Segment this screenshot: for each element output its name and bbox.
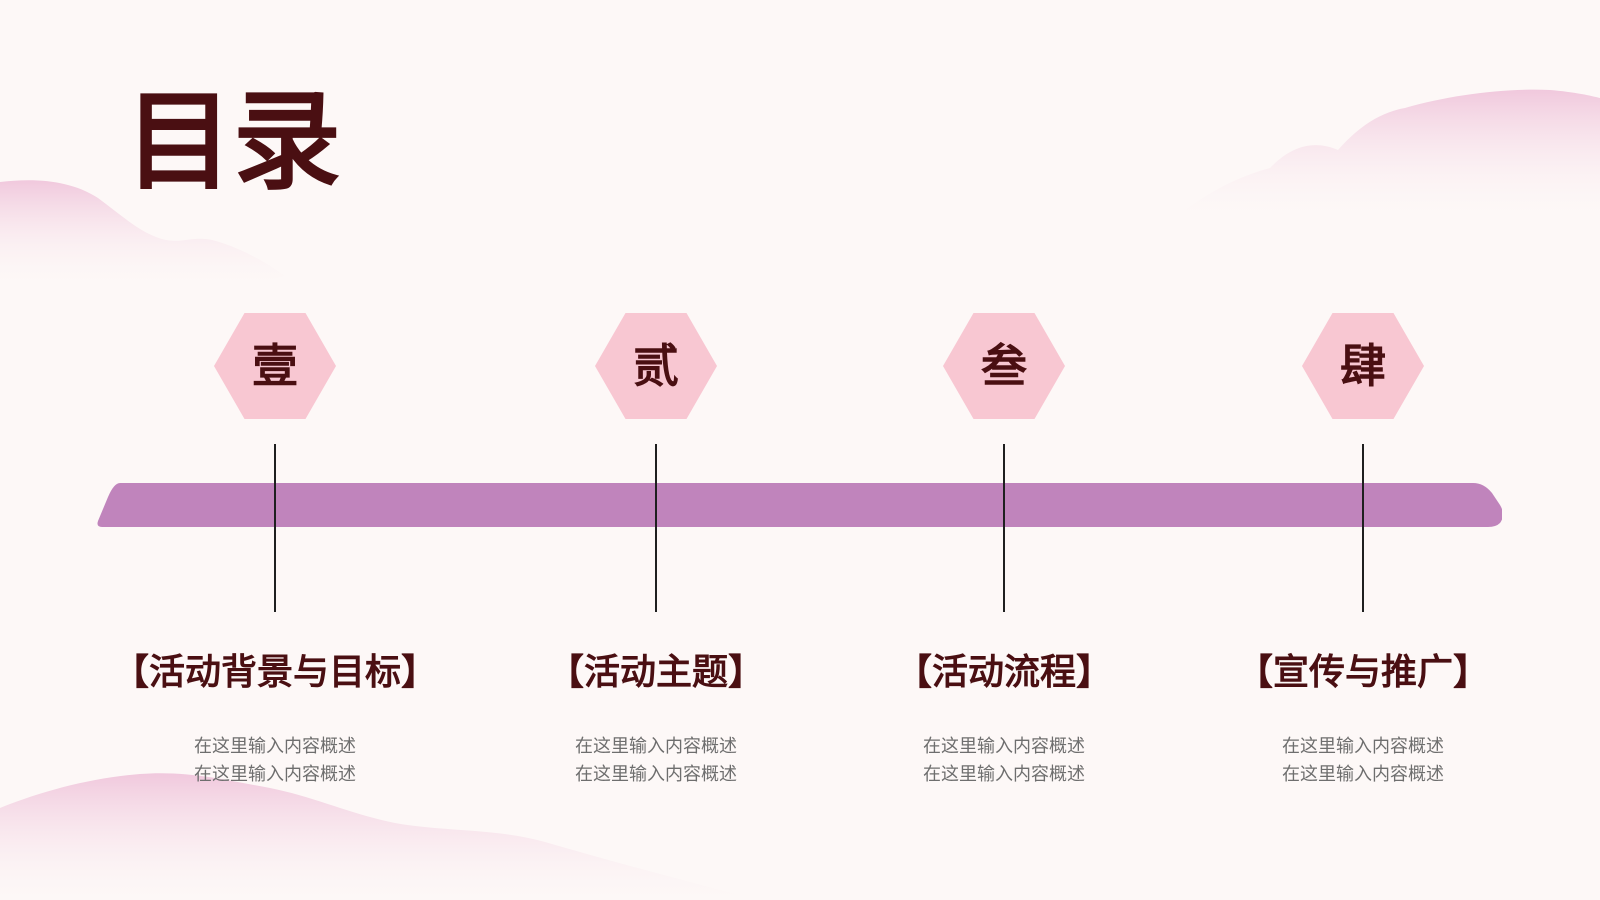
cloud-top-right: [1165, 89, 1600, 225]
page-title: 目录: [125, 79, 342, 205]
cloud-bottom-left: [0, 773, 760, 900]
timeline-bar: [97, 483, 1502, 527]
cloud-top-left: [0, 180, 285, 292]
